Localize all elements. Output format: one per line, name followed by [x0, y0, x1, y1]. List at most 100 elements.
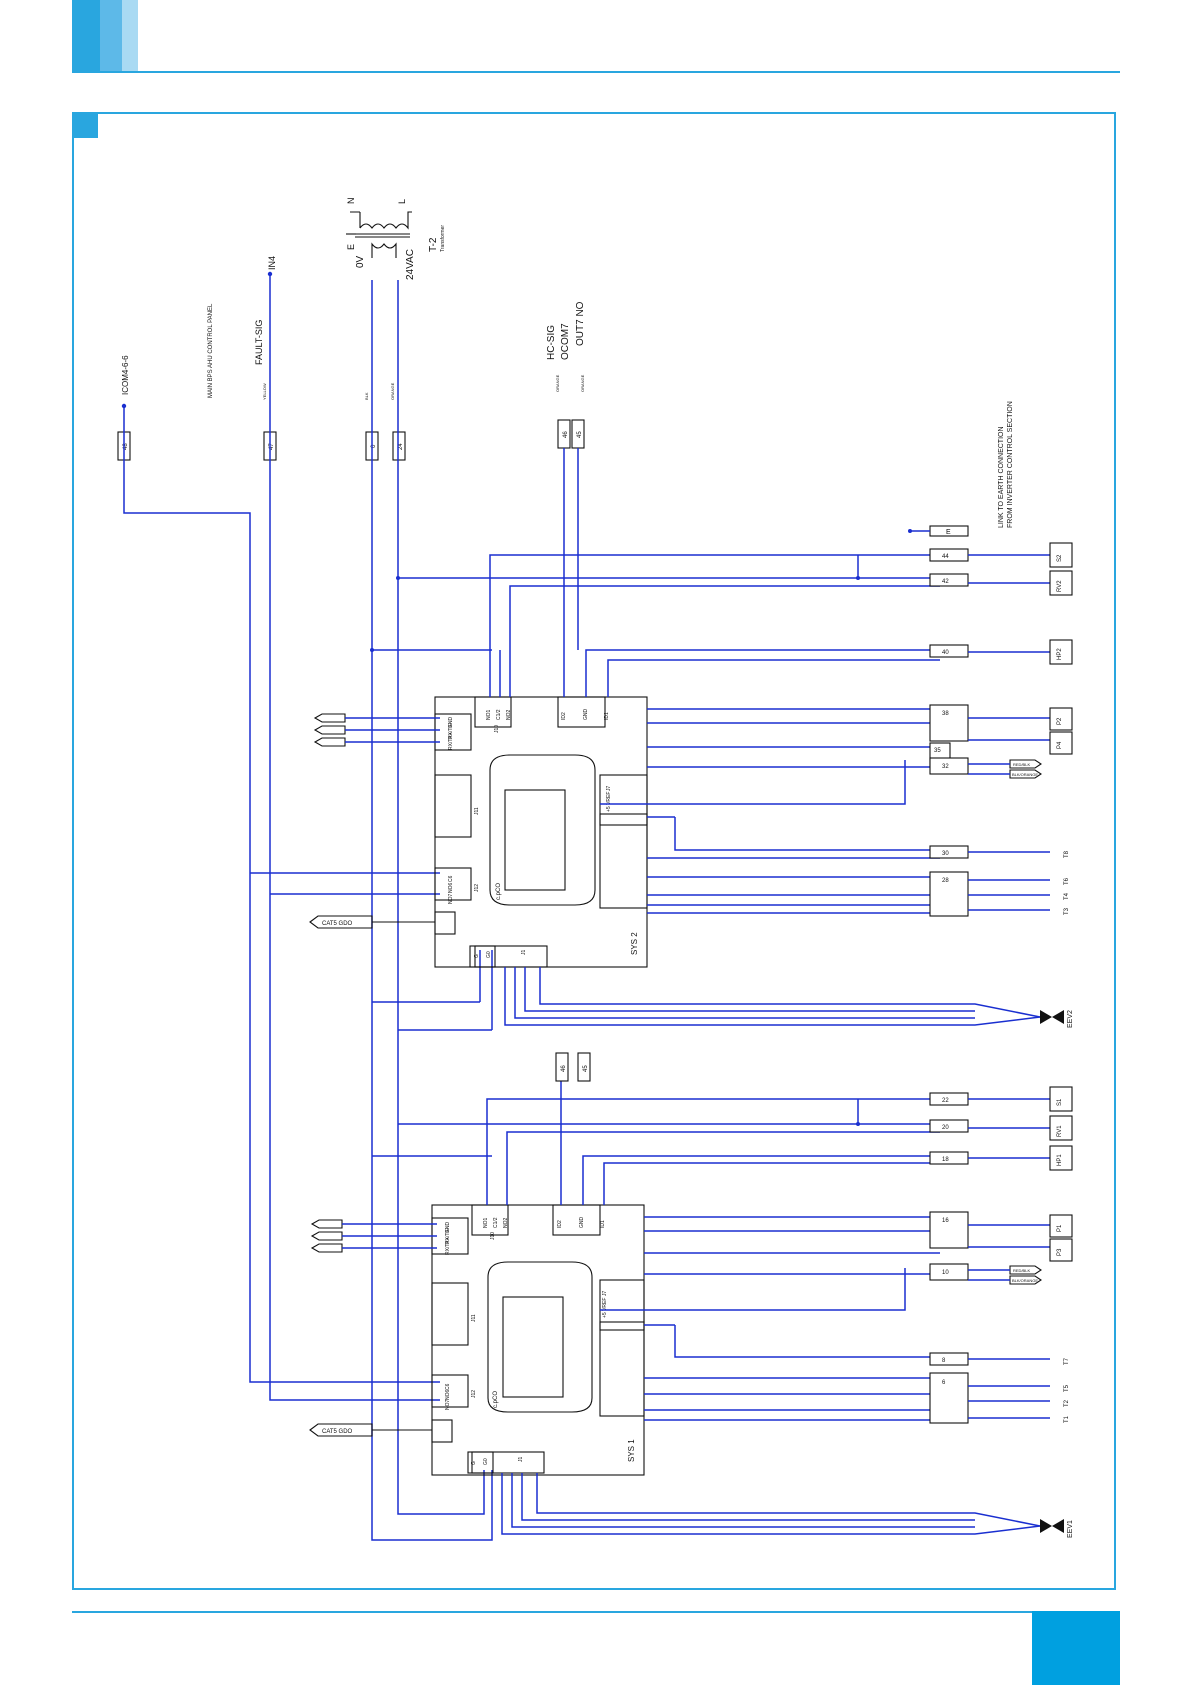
- svg-text:48: 48: [123, 443, 129, 450]
- svg-text:SYS 2: SYS 2: [630, 932, 639, 955]
- svg-text:FAULT-SIG: FAULT-SIG: [254, 320, 264, 365]
- svg-text:T6: T6: [1064, 877, 1070, 885]
- svg-text:G0: G0: [483, 1458, 489, 1465]
- tr-e: E: [346, 244, 356, 250]
- eev2-wires: EEV2: [504, 967, 1074, 1028]
- svg-text:J7: J7: [602, 1291, 608, 1297]
- svg-text:J10: J10: [490, 1232, 496, 1240]
- svg-text:MAIN BPS AHU CONTROL PANEL: MAIN BPS AHU CONTROL PANEL: [208, 303, 214, 398]
- diagram-frame: [72, 112, 1116, 1590]
- svg-text:44: 44: [942, 554, 949, 560]
- svg-text:EEV2: EEV2: [1067, 1010, 1074, 1028]
- svg-text:S2: S2: [1057, 554, 1063, 562]
- header-block-light: [122, 0, 138, 72]
- top-labels: ICOM4-6-6 MAIN BPS AHU CONTROL PANEL FAU…: [121, 256, 586, 400]
- svg-text:T4: T4: [1064, 892, 1070, 900]
- svg-text:T2: T2: [1064, 1399, 1070, 1407]
- svg-text:c.pCO: c.pCO: [493, 1391, 499, 1408]
- svg-text:BLK/ORANGE: BLK/ORANGE: [1012, 772, 1038, 777]
- header-block-mid: [100, 0, 122, 72]
- footer-page-block: [1032, 1611, 1120, 1685]
- svg-text:J1: J1: [518, 1457, 524, 1463]
- svg-text:OCOM7: OCOM7: [560, 323, 571, 360]
- transformer-t2: N L E 0V 24VAC T-2 Transformer: [346, 198, 446, 280]
- svg-text:E: E: [946, 529, 951, 536]
- svg-text:C1/2: C1/2: [496, 709, 502, 720]
- svg-text:NO2: NO2: [506, 710, 512, 721]
- device-wires: [968, 554, 1050, 1419]
- svg-text:46: 46: [561, 1065, 567, 1072]
- svg-text:BLK: BLK: [364, 392, 369, 400]
- svg-text:P2: P2: [1057, 717, 1063, 725]
- svg-text:32: 32: [942, 764, 949, 770]
- frame-corner-marker: [72, 112, 98, 138]
- svg-text:J12: J12: [474, 884, 480, 892]
- svg-text:HC-SIG: HC-SIG: [546, 325, 557, 360]
- eev1-wires: EEV1: [501, 1473, 1074, 1538]
- sys2-right-wires: [600, 708, 940, 914]
- svg-text:J1: J1: [521, 950, 527, 956]
- controller-sys1: SYS 1 c.pCO J10 J11 J12 J7 J1 GND RX/TX-…: [431, 1204, 645, 1476]
- tr-n: N: [346, 198, 356, 205]
- svg-text:CAT5 GDO: CAT5 GDO: [322, 1429, 353, 1435]
- svg-text:C6: C6: [448, 875, 454, 882]
- svg-text:OUT7 NO: OUT7 NO: [575, 301, 586, 346]
- svg-text:22: 22: [942, 1098, 949, 1104]
- terminal-strips: 44 42 40 38 35 32 30 28 22 20 18 16 10 8…: [929, 548, 969, 1424]
- svg-text:FROM INVERTER CONTROL SECTION: FROM INVERTER CONTROL SECTION: [1007, 401, 1014, 528]
- svg-text:HP2: HP2: [1057, 648, 1063, 660]
- svg-text:18: 18: [942, 1157, 949, 1163]
- svg-text:T3: T3: [1064, 907, 1070, 915]
- serial-tags: [310, 713, 440, 1253]
- svg-text:+5 VREF: +5 VREF: [606, 792, 612, 812]
- tr-24vac: 24VAC: [405, 249, 416, 280]
- svg-text:24: 24: [398, 443, 404, 450]
- svg-text:0: 0: [371, 444, 377, 448]
- svg-text:J11: J11: [471, 1314, 477, 1322]
- svg-text:c.pCO: c.pCO: [496, 883, 502, 900]
- svg-text:45: 45: [583, 1065, 589, 1072]
- svg-text:16: 16: [942, 1218, 949, 1224]
- svg-text:HP1: HP1: [1057, 1154, 1063, 1166]
- svg-text:IN4: IN4: [267, 256, 277, 270]
- svg-text:RX/TX-: RX/TX-: [445, 1227, 451, 1244]
- svg-text:GND: GND: [445, 1222, 451, 1234]
- svg-text:NO6: NO6: [445, 1390, 451, 1401]
- footer-rule: [72, 1611, 1120, 1613]
- svg-text:47: 47: [269, 443, 275, 450]
- svg-text:20: 20: [942, 1125, 949, 1131]
- svg-text:J10: J10: [494, 725, 500, 733]
- svg-text:BLK/ORANGE: BLK/ORANGE: [1012, 1278, 1038, 1283]
- svg-text:J11: J11: [474, 807, 480, 815]
- svg-text:42: 42: [942, 579, 949, 585]
- svg-text:10: 10: [942, 1270, 949, 1276]
- svg-text:SYS 1: SYS 1: [627, 1439, 636, 1462]
- sys1-top-wires: 46 45: [486, 1052, 940, 1205]
- svg-text:RED/BLK: RED/BLK: [1013, 1268, 1030, 1273]
- svg-text:NO7: NO7: [448, 894, 454, 905]
- controller-sys2: SYS 2 c.pCO J10 J11 J12 J7 J1 GND RX/TX-…: [434, 696, 648, 968]
- svg-text:ID2: ID2: [557, 1220, 563, 1228]
- top-terminals: 48 47 0 24 46 45: [117, 419, 585, 461]
- sys2-top-wires: [489, 448, 940, 697]
- svg-text:46: 46: [563, 431, 569, 438]
- svg-text:YELLOW: YELLOW: [262, 383, 267, 400]
- svg-text:G: G: [471, 1461, 477, 1465]
- svg-text:T7: T7: [1064, 1357, 1070, 1365]
- svg-text:NO1: NO1: [483, 1218, 489, 1229]
- svg-text:EEV1: EEV1: [1067, 1520, 1074, 1538]
- svg-text:G0: G0: [486, 951, 492, 958]
- svg-text:NO6: NO6: [448, 883, 454, 894]
- svg-text:ID1: ID1: [600, 1220, 606, 1228]
- svg-text:GND: GND: [579, 1217, 585, 1229]
- svg-text:J7: J7: [606, 786, 612, 792]
- svg-text:+5 VREF: +5 VREF: [602, 1298, 608, 1318]
- sys1-right-wires: [600, 1216, 940, 1421]
- bus-wires: [121, 271, 940, 1541]
- device-boxes: S2 RV2 HP2 P2 P4 T8 T6 T4 T3 S1 RV1 HP1 …: [1049, 542, 1073, 1423]
- svg-text:NO2: NO2: [503, 1218, 509, 1229]
- svg-text:GND: GND: [583, 709, 589, 721]
- svg-text:28: 28: [942, 878, 949, 884]
- svg-text:P3: P3: [1057, 1248, 1063, 1256]
